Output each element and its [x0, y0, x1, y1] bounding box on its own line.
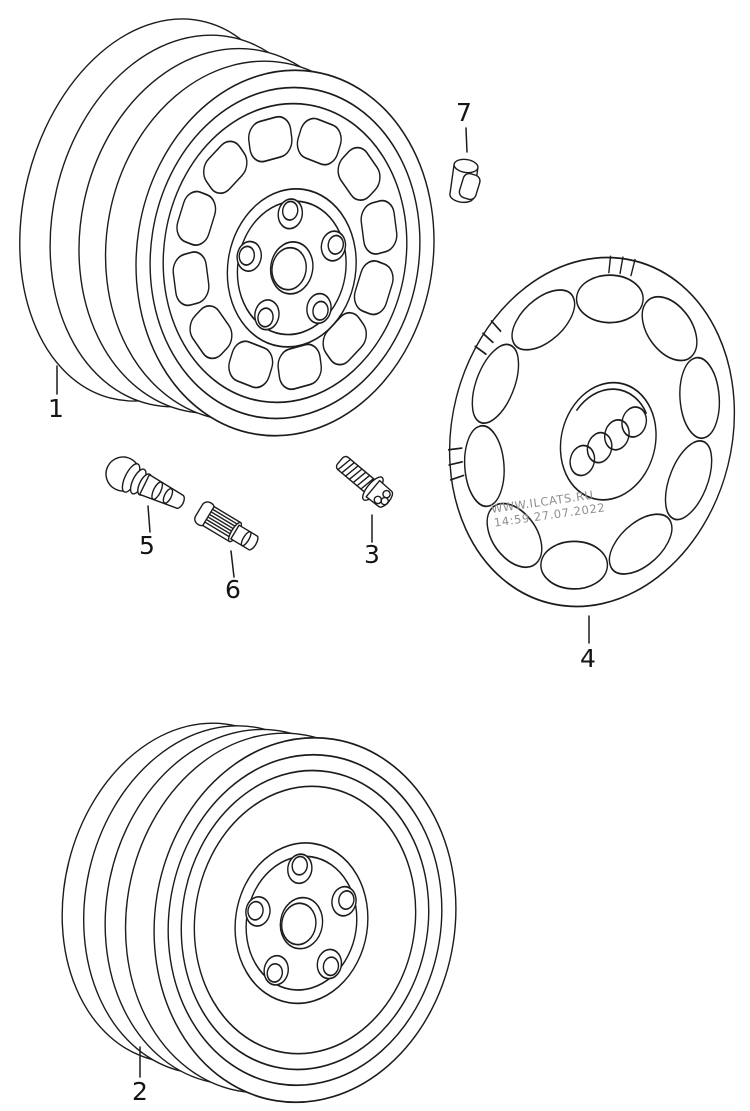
- rim-drop-center: [180, 769, 430, 1071]
- weight-top-face: [453, 158, 479, 174]
- emblem-plate: [559, 381, 657, 501]
- cover-center-emblem: [559, 381, 657, 501]
- lug-hole: [277, 198, 304, 230]
- vent-hole: [296, 117, 342, 166]
- cover-rim-ticks: [447, 255, 636, 481]
- stem-tip: [230, 524, 259, 551]
- lug-hole: [236, 240, 262, 273]
- wheel-face: [135, 69, 435, 437]
- cover-slot: [540, 540, 609, 590]
- callout-number[interactable]: 2: [132, 1077, 148, 1106]
- cover-slot: [641, 295, 698, 362]
- callout-2[interactable]: 2: [132, 1046, 148, 1106]
- hub-bore-chamfer: [280, 902, 317, 946]
- cover-slot: [664, 440, 713, 521]
- vent-hole: [189, 305, 233, 360]
- valve-stem: [194, 501, 259, 551]
- rim-drop-center: [162, 102, 408, 404]
- callout-3[interactable]: 3: [364, 514, 380, 569]
- rim-lip: [149, 86, 421, 420]
- vent-hole: [353, 260, 394, 316]
- rim-inner-ring: [193, 785, 417, 1055]
- cover-slot: [486, 502, 543, 569]
- callout-number[interactable]: 7: [456, 98, 472, 127]
- lug-hole: [263, 954, 289, 986]
- vent-hole: [203, 140, 248, 195]
- callout-1[interactable]: 1: [48, 365, 64, 423]
- balance-weight: [449, 158, 481, 204]
- vent-hole: [176, 190, 217, 246]
- callout-number[interactable]: 6: [225, 575, 241, 604]
- callout-4[interactable]: 4: [580, 615, 596, 673]
- wheel-cover: [447, 255, 736, 608]
- lug-hole: [320, 230, 347, 262]
- weight-clip: [458, 172, 481, 201]
- cover-slot: [463, 424, 505, 508]
- valve-body: [139, 473, 185, 509]
- callout-number[interactable]: 5: [139, 531, 155, 560]
- hub-bore-chamfer: [271, 246, 307, 291]
- hub-dish-outer: [234, 842, 369, 1005]
- wheel-face: [153, 736, 457, 1104]
- rim-lip: [167, 753, 443, 1087]
- lug-hole: [316, 948, 343, 980]
- wheel-hub: [234, 842, 369, 1005]
- vent-hole: [337, 146, 381, 201]
- callout-leader-line: [230, 550, 235, 578]
- callout-number[interactable]: 3: [364, 540, 380, 569]
- wheel-bolt: [335, 455, 394, 508]
- cover-slot: [575, 274, 644, 324]
- callout-leader-line: [465, 127, 468, 153]
- callout-6[interactable]: 6: [225, 550, 241, 604]
- wheel-hub: [226, 187, 357, 348]
- lug-hole: [287, 853, 313, 885]
- lug-hole: [254, 299, 280, 331]
- tyre-valve: [105, 456, 185, 509]
- cover-slot: [511, 289, 576, 351]
- vent-hole: [277, 343, 322, 391]
- vent-hole: [228, 340, 274, 389]
- lug-hole: [306, 292, 332, 325]
- emblem-highlight-arc: [576, 388, 647, 414]
- hub-dish-outer: [226, 187, 357, 348]
- callout-7[interactable]: 7: [456, 98, 472, 153]
- cover-slot: [608, 513, 673, 575]
- callout-number[interactable]: 1: [48, 394, 64, 423]
- cover-slot: [471, 343, 520, 424]
- vent-hole: [248, 115, 293, 163]
- lug-hole: [245, 895, 271, 927]
- callout-leader-line: [147, 505, 151, 533]
- lug-hole: [331, 885, 357, 917]
- audi-rings-logo: [569, 406, 648, 477]
- steel-wheel-bottom: [61, 722, 457, 1104]
- steel-wheel-top: [19, 18, 435, 437]
- vent-hole: [172, 251, 210, 307]
- callout-5[interactable]: 5: [139, 505, 155, 560]
- vent-hole: [360, 199, 398, 255]
- cover-slot: [679, 356, 721, 440]
- callout-number[interactable]: 4: [580, 644, 596, 673]
